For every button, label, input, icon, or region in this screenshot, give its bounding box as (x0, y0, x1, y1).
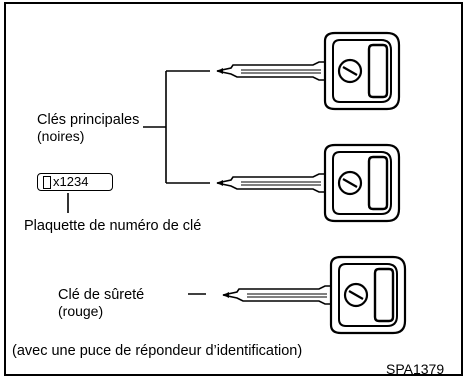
main-keys-sublabel: (noires) (37, 128, 85, 144)
key-plate-number: x1234 (53, 174, 89, 189)
transponder-note: (avec une puce de répondeur d’identifica… (12, 343, 303, 359)
main-keys-bracket (143, 70, 210, 184)
main-key-1-icon (215, 31, 401, 111)
square-outline-icon (43, 175, 51, 189)
main-key-2-icon (215, 143, 401, 223)
figure-code: SPA1379 (386, 361, 445, 377)
figure-frame (4, 2, 463, 376)
key-plate-caption: Plaquette de numéro de clé (24, 218, 202, 234)
key-number-plate: x1234 (37, 173, 113, 191)
main-keys-label: Clés principales (37, 112, 140, 128)
valet-key-label: Clé de sûreté (58, 287, 145, 303)
valet-key-icon (221, 255, 407, 335)
valet-key-sublabel: (rouge) (58, 303, 104, 319)
